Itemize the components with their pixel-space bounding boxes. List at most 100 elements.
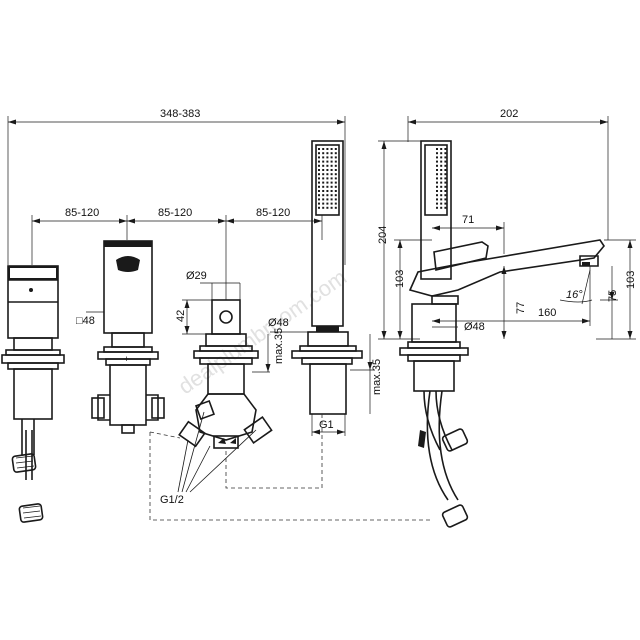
nozzle-dot xyxy=(436,148,438,150)
nozzle-dot xyxy=(444,160,447,163)
nozzle-dot xyxy=(440,185,443,188)
nozzle-dot xyxy=(334,156,337,159)
nozzle-dot xyxy=(440,177,443,180)
nozzle-dot xyxy=(326,206,329,209)
nozzle-dot xyxy=(330,198,333,201)
nozzle-dot xyxy=(444,152,447,155)
nozzle-dot xyxy=(436,169,438,171)
connection-thread-callout: G1/2 xyxy=(160,411,257,506)
spout-height-77-label: 77 xyxy=(515,302,527,314)
nozzle-dot xyxy=(440,198,443,201)
nozzle-dot xyxy=(334,148,337,150)
nozzle-dot xyxy=(326,181,329,184)
nozzle-dot xyxy=(334,185,337,188)
nozzle-dot xyxy=(318,194,320,197)
nozzle-dot xyxy=(330,156,333,159)
spout-height-left-label: 103 xyxy=(394,270,406,288)
nozzle-dot xyxy=(326,152,329,155)
nozzle-dot xyxy=(334,160,337,163)
hose-routing xyxy=(149,414,430,521)
nozzle-dot xyxy=(322,206,325,209)
spout-width-label: 202 xyxy=(500,108,518,120)
nozzle-dot xyxy=(440,169,443,171)
nozzle-dot xyxy=(330,152,333,155)
nozzle-dot xyxy=(322,181,325,184)
nozzle-dot xyxy=(318,160,320,163)
max-deck-2-label: max.35 xyxy=(371,359,383,395)
nozzle-dot xyxy=(322,169,325,171)
nozzle-dot xyxy=(322,152,325,155)
nozzle-dot xyxy=(322,202,325,205)
nozzle-dot xyxy=(436,181,438,184)
nozzle-dot xyxy=(436,152,438,155)
nozzle-dot xyxy=(322,160,325,163)
nozzle-dot xyxy=(322,173,325,176)
nozzle-dot xyxy=(330,190,333,192)
nozzle-dot xyxy=(436,194,438,197)
nozzle-dot xyxy=(444,173,447,176)
nozzle-dot xyxy=(318,206,320,209)
nozzle-dot xyxy=(436,156,438,159)
dimension-spacings: 85-120 85-120 85-120 xyxy=(31,207,323,300)
square-body-label: □48 xyxy=(76,315,95,327)
nozzle-dot xyxy=(436,190,438,192)
max-deck-1-label: max.35 xyxy=(273,328,285,364)
spacing-1-label: 85-120 xyxy=(65,207,99,219)
spout-reach-160-label: 160 xyxy=(538,307,556,319)
nozzle-dot xyxy=(440,194,443,197)
nozzle-dot xyxy=(322,190,325,192)
nozzle-dot xyxy=(440,202,443,205)
nozzle-dot xyxy=(436,185,438,188)
nozzle-dot xyxy=(444,164,447,167)
handshower: Ø48 G1 max.35 xyxy=(268,140,383,436)
connection-thread-label: G1/2 xyxy=(160,494,184,506)
nozzle-dot xyxy=(334,190,337,192)
nozzle-dot xyxy=(440,152,443,155)
nozzle-dot xyxy=(330,148,333,150)
nozzle-dot xyxy=(444,156,447,159)
nozzle-dot xyxy=(322,177,325,180)
nozzle-dot xyxy=(440,164,443,167)
nozzle-dot xyxy=(436,206,438,209)
spout-base-label: Ø48 xyxy=(464,321,485,333)
nozzle-dot xyxy=(334,202,337,205)
nozzle-dot xyxy=(334,164,337,167)
nozzle-dot xyxy=(334,152,337,155)
nozzle-dot xyxy=(326,164,329,167)
nozzle-dot xyxy=(444,198,447,201)
overall-width-label: 348-383 xyxy=(160,108,200,120)
diverter-diameter-label: Ø29 xyxy=(186,270,207,282)
nozzle-dot xyxy=(440,190,443,192)
nozzle-dot xyxy=(436,160,438,163)
nozzle-dot xyxy=(436,173,438,176)
nozzle-dot xyxy=(322,194,325,197)
nozzle-dot xyxy=(326,190,329,192)
diverter-body: Ø29 42 max.35 xyxy=(175,270,285,449)
nozzle-dot xyxy=(318,190,320,192)
nozzle-dot xyxy=(440,160,443,163)
nozzle-dot xyxy=(330,177,333,180)
nozzle-dot xyxy=(444,206,447,209)
nozzle-dot xyxy=(444,148,447,150)
nozzle-dot xyxy=(326,160,329,163)
nozzle-dot xyxy=(318,185,320,188)
nozzle-dot xyxy=(440,173,443,176)
nozzle-dot xyxy=(440,206,443,209)
dimension-overall-width: 348-383 xyxy=(7,108,346,265)
nozzle-dot xyxy=(318,164,320,167)
nozzle-dot xyxy=(326,169,329,171)
nozzle-dot xyxy=(326,177,329,180)
nozzle-dot xyxy=(334,169,337,171)
nozzle-dot xyxy=(318,152,320,155)
nozzle-dot xyxy=(326,198,329,201)
nozzle-dot xyxy=(318,177,320,180)
nozzle-dot xyxy=(326,173,329,176)
nozzle-dot xyxy=(330,173,333,176)
hose-thread-label: G1 xyxy=(319,419,334,431)
nozzle-dot xyxy=(436,177,438,180)
nozzle-dot xyxy=(322,148,325,150)
spout-height-75-label: 75 xyxy=(607,290,619,302)
nozzle-dot xyxy=(322,198,325,201)
nozzle-dot xyxy=(322,185,325,188)
nozzle-dot xyxy=(444,202,447,205)
